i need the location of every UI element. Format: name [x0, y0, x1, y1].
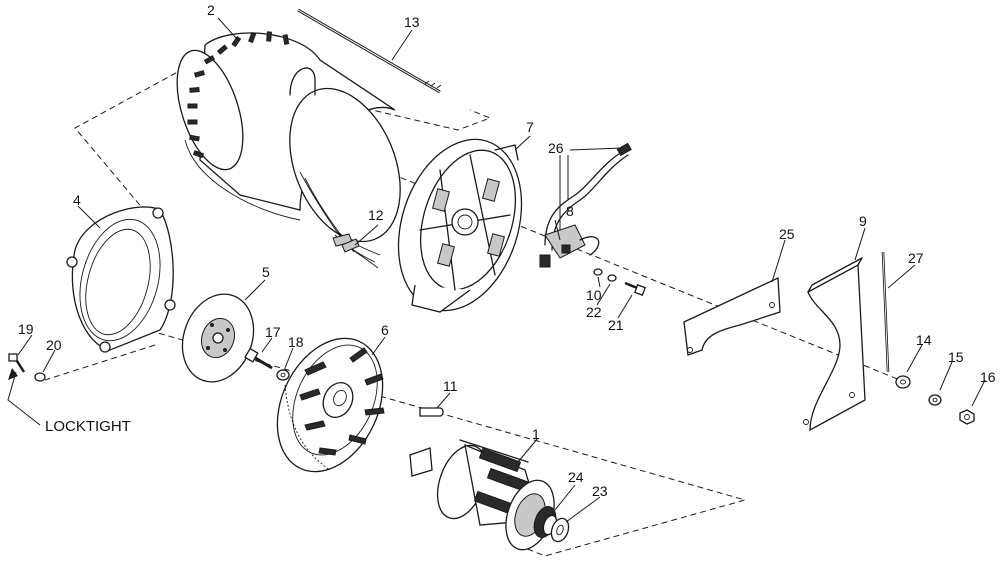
part-18-washer — [276, 369, 290, 381]
part-7-rear-bearing-carrier — [397, 138, 523, 313]
callout-13: 13 — [404, 14, 420, 30]
callout-5: 5 — [262, 264, 270, 280]
part-21-screw — [624, 281, 646, 296]
part-8-brush-assembly — [539, 224, 600, 268]
callout-24: 24 — [568, 469, 584, 485]
callout-9: 9 — [859, 213, 867, 229]
callout-16: 16 — [980, 369, 996, 385]
part-16-nut — [959, 409, 975, 425]
part-22-lockwasher — [607, 274, 617, 282]
callout-12: 12 — [368, 207, 384, 223]
callout-22: 22 — [586, 304, 602, 320]
part-6-fan — [276, 337, 385, 473]
callout-4: 4 — [73, 192, 81, 208]
callout-8: 8 — [566, 203, 574, 219]
part-2-stator-housing — [176, 31, 401, 253]
callout-6: 6 — [381, 322, 389, 338]
part-15-lockwasher — [928, 394, 942, 406]
callout-25: 25 — [779, 226, 795, 242]
part-26-brush-wires — [544, 142, 632, 251]
part-17-bolt — [244, 347, 273, 370]
callout-20: 20 — [46, 337, 62, 353]
leader-lines — [17, 17, 986, 523]
callout-7: 7 — [526, 119, 534, 135]
part-25-cover-plate — [683, 277, 781, 356]
callout-19: 19 — [18, 321, 34, 337]
locktight-label: LOCKTIGHT — [45, 418, 131, 435]
callout-26: 26 — [548, 140, 564, 156]
part-1-rotor — [409, 439, 555, 551]
part-5-flex-plate — [181, 293, 255, 383]
callout-11: 11 — [443, 378, 458, 394]
part-19-screw — [8, 353, 26, 373]
part-12-wire-leads — [332, 231, 381, 269]
part-9-end-cover — [803, 257, 866, 432]
callout-27: 27 — [908, 250, 924, 266]
part-11-key — [419, 407, 444, 417]
callout-21: 21 — [608, 317, 624, 333]
part-20-washer — [34, 372, 46, 382]
callouts: 2 13 7 26 8 4 12 5 6 25 9 27 10 22 21 14… — [18, 2, 996, 499]
part-4-blower-housing — [66, 206, 176, 353]
callout-14: 14 — [916, 332, 932, 348]
part-14-washer — [895, 375, 911, 389]
part-10-washer — [593, 268, 603, 276]
callout-17: 17 — [265, 324, 281, 340]
locktight-arrow — [7, 368, 41, 426]
callout-23: 23 — [592, 483, 608, 499]
part-27-stud — [881, 251, 890, 373]
callout-18: 18 — [288, 334, 304, 350]
callout-15: 15 — [948, 349, 964, 365]
callout-2: 2 — [207, 2, 215, 18]
part-13-through-bolt — [297, 8, 442, 94]
part-23-bearing — [550, 517, 570, 543]
callout-1: 1 — [532, 426, 540, 442]
callout-10: 10 — [586, 287, 602, 303]
